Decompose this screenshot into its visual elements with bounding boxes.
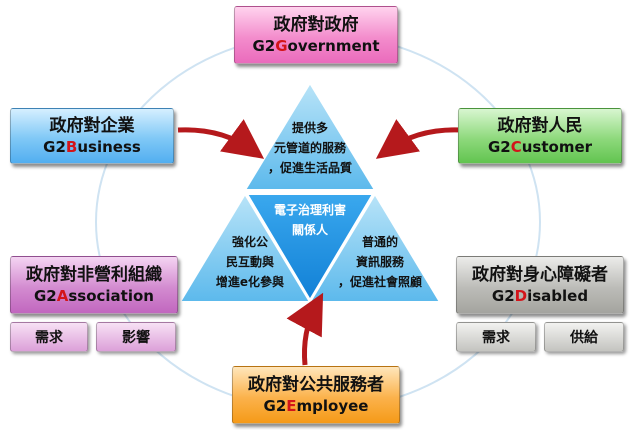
triangle-right-text: 普通的 資訊服務 ，促進社會照顧 [325,232,435,292]
government-rest: overnment [287,37,380,55]
employee-prefix: G2 [263,397,287,415]
disabled-need-label: 需求 [482,330,510,346]
government-code: G2Government [235,36,397,56]
triangle-right-line1: 普通的 [361,235,398,249]
government-initial: G [275,37,288,55]
triangle-center-line2: 關係人 [291,223,328,237]
disabled-rest: isabled [527,287,589,305]
disabled-prefix: G2 [491,287,515,305]
disabled-code: G2Disabled [457,286,623,306]
triangle-left-line1: 強化公 [231,235,268,249]
triangle-right-line3: ，促進社會照顧 [337,275,422,289]
association-need-label: 需求 [35,330,63,346]
employee-code: G2Employee [233,396,399,416]
association-rest: ssociation [68,287,154,305]
arrow-from-employee [286,292,324,366]
association-need-box: 需求 [10,322,88,352]
association-code: G2Association [11,286,177,306]
triangle-top-text: 提供多 元管道的服務 ，促進生活品質 [250,118,370,178]
triangle-top-line2: 元管道的服務 [273,141,346,155]
disabled-initial: D [514,287,528,305]
box-disabled: 政府對身心障礙者 G2Disabled [456,256,624,314]
employee-initial: E [286,397,297,415]
customer-rest: ustomer [521,138,593,156]
triangle-center [245,193,375,302]
customer-code: G2Customer [459,137,621,157]
disabled-supply-box: 供給 [544,322,624,352]
government-prefix: G2 [252,37,276,55]
disabled-title: 政府對身心障礙者 [472,265,608,285]
arrow-from-customer [375,119,463,159]
triangle-center-text: 電子治理利害 關係人 [260,200,360,240]
business-code: G2Business [11,137,173,157]
customer-initial: C [510,138,522,156]
association-title: 政府對非營利組織 [26,265,162,285]
triangle-top-line1: 提供多 [291,121,328,135]
triangle-left-text: 強化公 民互動與 增進e化參與 [200,232,300,292]
disabled-supply-label: 供給 [570,330,598,346]
business-prefix: G2 [43,138,66,156]
business-rest: usiness [77,138,141,156]
employee-title: 政府對公共服務者 [248,375,384,395]
business-title: 政府對企業 [49,116,135,136]
disabled-need-box: 需求 [456,322,536,352]
box-business: 政府對企業 G2Business [10,108,174,164]
customer-prefix: G2 [487,138,511,156]
box-association: 政府對非營利組織 G2Association [10,256,178,314]
business-initial: B [65,138,78,156]
box-government: 政府對政府 G2Government [234,6,398,64]
triangle-right-line2: 資訊服務 [355,255,404,269]
association-influence-label: 影響 [122,330,150,346]
box-customer: 政府對人民 G2Customer [458,108,622,164]
triangle-right [308,192,442,303]
box-employee: 政府對公共服務者 G2Employee [232,366,400,424]
employee-rest: mployee [296,397,369,415]
association-influence-box: 影響 [96,322,176,352]
triangle-top [243,81,377,191]
triangle-left-line2: 民互動與 [225,255,274,269]
association-prefix: G2 [34,287,57,305]
triangle-center-line1: 電子治理利害 [273,203,346,217]
government-title: 政府對政府 [273,15,359,35]
customer-title: 政府對人民 [497,116,583,136]
triangle-left [178,192,312,303]
association-initial: A [56,287,69,305]
triangle-top-line3: ，促進生活品質 [267,161,352,175]
triangle-left-line3: 增進e化參與 [215,275,285,289]
arrow-from-business [177,119,265,159]
